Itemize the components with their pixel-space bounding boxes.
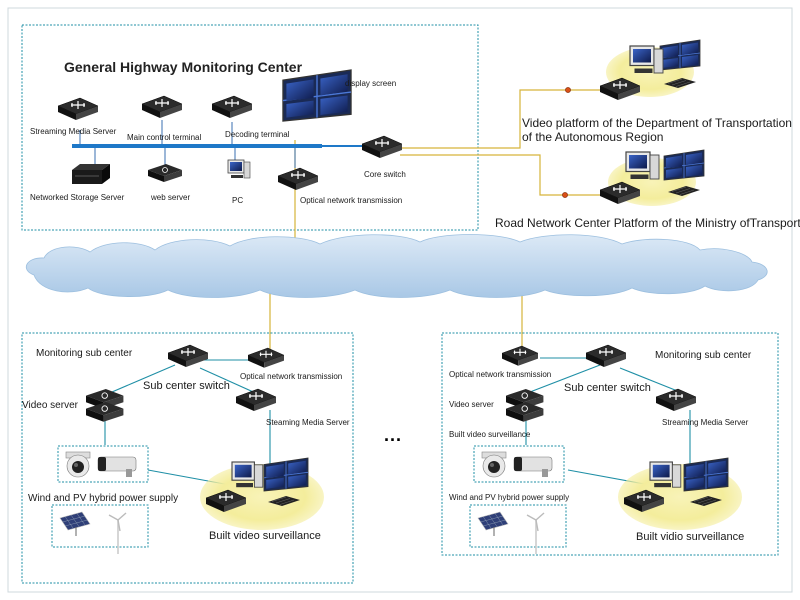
decoding-terminal-label: Decoding terminal [225, 130, 290, 139]
platform-2-pc-icon [625, 151, 660, 180]
platform-2-monitor-wall-icon [663, 149, 705, 181]
sc1-solar-panel-icon [59, 511, 91, 537]
ministry-platform-label: Road Network Center Platform of the Mini… [495, 216, 800, 230]
sc2-optical-icon [501, 345, 539, 367]
sub-center-1-box [21, 332, 354, 584]
sc2-solar-panel-icon [477, 511, 509, 537]
sc1-pc-icon [231, 461, 264, 488]
sc1-bullet-camera-icon [97, 456, 137, 478]
web-server-icon [147, 163, 183, 183]
pc-label: PC [232, 196, 244, 205]
sub-center-2-built-label: Built vidio surveillance [636, 531, 745, 543]
sub-center-2-video-server-label: Video server [449, 400, 494, 409]
sc1-wind-turbine-icon [108, 512, 127, 555]
sc2-line-switch-video [529, 364, 601, 393]
more-sub-centers-ellipsis: ... [384, 425, 403, 445]
sub-center-2-built-small-label: Built video surveillance [449, 430, 531, 439]
sub-center-2-streaming-label: Streaming Media Server [662, 418, 749, 427]
core-switch-label: Core switch [364, 170, 406, 179]
sc1-line-switch-streaming [199, 367, 261, 396]
outer-frame [7, 7, 793, 593]
sub-center-1-video-server-label: Video server [22, 400, 78, 411]
sc2-sub-center-switch-icon [585, 344, 627, 368]
sc1-video-server-2-icon [85, 401, 124, 423]
sub-center-1-switch-label: Sub center switch [143, 380, 230, 392]
sub-center-2-power-label: Wind and PV hybrid power supply [449, 493, 570, 502]
main-control-terminal-icon [141, 95, 183, 119]
streaming-media-server-icon [57, 97, 99, 121]
sub-center-2-switch-label: Sub center switch [564, 382, 651, 394]
web-server-label: web server [151, 193, 191, 202]
network-cloud [25, 234, 768, 298]
core-switch-icon [361, 135, 403, 159]
connector-dot-1 [565, 87, 571, 93]
sc1-streaming-server-icon [235, 388, 277, 412]
connector-dot-2 [562, 192, 568, 198]
platform-1-pc-icon [629, 45, 664, 74]
fiber-to-autonomous-region [385, 89, 605, 149]
optical-transmission-icon [277, 167, 319, 191]
display-screen-label: display screen [345, 79, 397, 88]
streaming-media-server-label: Streaming Media Server [30, 127, 117, 136]
optical-network-transmission-label: Optical network transmission [300, 196, 403, 205]
sc2-power-box [469, 504, 567, 548]
sub-center-2-optical-label: Optical network transmission [449, 370, 552, 379]
sc2-line-switch-streaming [619, 367, 681, 393]
sc1-power-box [51, 504, 149, 548]
sc2-video-server-2-icon [505, 401, 544, 423]
sub-center-1-built-label: Built video surveillance [209, 530, 321, 542]
sc2-wind-turbine-icon [526, 512, 545, 555]
sub-center-2-title: Monitoring sub center [655, 350, 752, 361]
sub-center-1-streaming-label: Steaming Media Server [266, 418, 350, 427]
sc1-optical-icon [247, 347, 285, 369]
main-center-title: General Highway Monitoring Center [64, 59, 303, 75]
networked-storage-server-label: Networked Storage Server [30, 193, 125, 202]
sub-center-1-title: Monitoring sub center [36, 348, 133, 359]
decoding-terminal-icon [211, 95, 253, 119]
display-screen-icon [282, 69, 352, 122]
sub-center-2-box [441, 332, 779, 556]
sub-center-1-optical-label: Optical network transmission [240, 372, 343, 381]
sc2-dome-camera-icon [481, 451, 507, 478]
fiber-to-ministry [400, 154, 600, 196]
sub-center-1-power-label: Wind and PV hybrid power supply [28, 493, 179, 504]
sc2-streaming-server-icon [655, 388, 697, 412]
networked-storage-server-icon [71, 163, 111, 185]
main-bus-bar [72, 144, 322, 148]
sc1-dome-camera-icon [65, 451, 91, 478]
sc1-line-switch-video [104, 364, 176, 396]
sc1-sub-center-switch-icon [167, 344, 209, 368]
main-control-terminal-label: Main control terminal [127, 133, 202, 142]
sc1-monitor-wall-icon [263, 457, 309, 492]
sc2-monitor-wall-icon [683, 457, 729, 492]
sc2-pc-icon [649, 461, 682, 488]
platform-1-monitor-wall-icon [659, 39, 701, 71]
sc2-bullet-camera-icon [513, 456, 553, 478]
pc-icon [227, 159, 251, 179]
autonomous-region-platform-label: Video platform of the Department of Tran… [522, 116, 792, 144]
main-center-box [21, 24, 479, 231]
